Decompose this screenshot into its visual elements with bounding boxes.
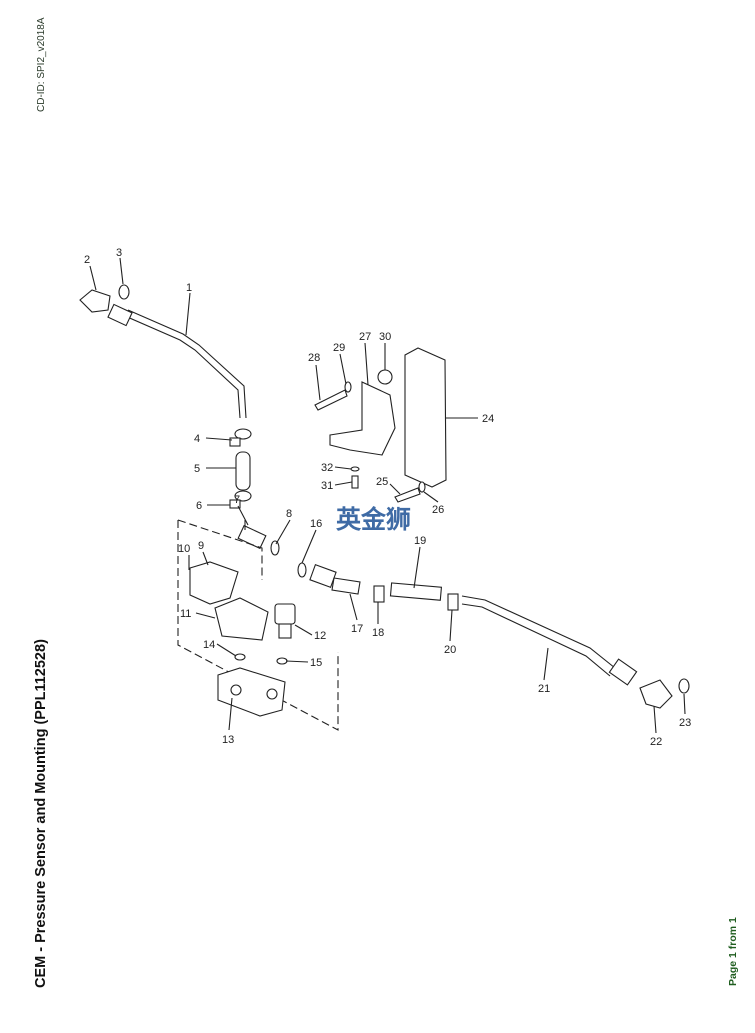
callout-30: 30 — [379, 331, 391, 343]
fitting-17 — [309, 564, 361, 595]
hose-5 — [235, 451, 251, 491]
pipe-21 — [461, 595, 638, 686]
spacer-30 — [377, 369, 393, 385]
manifold-block-13 — [217, 667, 286, 717]
callout-labels: 1 2 3 4 5 6 7 8 9 10 11 12 13 14 15 16 1… — [84, 247, 691, 748]
callout-12: 12 — [314, 630, 326, 642]
hose-clamp-4 — [229, 428, 252, 447]
plate-24 — [404, 347, 447, 488]
callout-7: 7 — [234, 494, 240, 506]
bracket-27 — [329, 381, 396, 456]
callout-21: 21 — [538, 683, 550, 695]
washer-32 — [350, 466, 360, 472]
washer-29 — [344, 381, 352, 393]
pressure-sensor-12 — [274, 603, 296, 639]
callout-23: 23 — [679, 717, 691, 729]
callout-2: 2 — [84, 254, 90, 266]
callout-22: 22 — [650, 736, 662, 748]
callout-28: 28 — [308, 352, 320, 364]
callout-9: 9 — [198, 540, 204, 552]
watermark: 英金狮 — [336, 505, 411, 534]
fitting-2 — [79, 284, 130, 313]
o-ring-16 — [297, 562, 307, 578]
callout-4: 4 — [194, 433, 200, 445]
callout-8: 8 — [286, 508, 292, 520]
hose-clamp-6 — [229, 490, 252, 509]
washer-14 — [234, 653, 246, 661]
hose-19 — [389, 582, 443, 601]
callout-29: 29 — [333, 342, 345, 354]
callout-14: 14 — [203, 639, 215, 651]
callout-5: 5 — [194, 463, 200, 475]
clamp-20 — [447, 593, 459, 611]
bolt-25 — [394, 487, 421, 503]
callout-25: 25 — [376, 476, 388, 488]
callout-20: 20 — [444, 644, 456, 656]
callout-6: 6 — [196, 500, 202, 512]
callout-13: 13 — [222, 734, 234, 746]
callout-15: 15 — [310, 657, 322, 669]
callout-31: 31 — [321, 480, 333, 492]
elbow-22 — [639, 679, 673, 709]
callout-17: 17 — [351, 623, 363, 635]
callout-32: 32 — [321, 462, 333, 474]
callout-10: 10 — [178, 543, 190, 555]
callout-27: 27 — [359, 331, 371, 343]
washer-26 — [418, 481, 426, 493]
connector-11 — [214, 597, 269, 641]
callout-1: 1 — [186, 282, 192, 294]
callout-11: 11 — [180, 608, 191, 620]
adapter-7 — [237, 520, 280, 556]
o-ring-23 — [678, 678, 690, 694]
callout-18: 18 — [372, 627, 384, 639]
callout-3: 3 — [116, 247, 122, 259]
pipe-1 — [107, 303, 247, 419]
callout-26: 26 — [432, 504, 444, 516]
bracket-9 — [189, 561, 239, 605]
clamp-18 — [373, 585, 385, 603]
callout-24: 24 — [482, 413, 494, 425]
callout-19: 19 — [414, 535, 426, 547]
callout-16: 16 — [310, 518, 322, 530]
washer-15 — [276, 657, 288, 665]
bolt-28 — [314, 389, 348, 411]
screw-31 — [351, 475, 359, 489]
